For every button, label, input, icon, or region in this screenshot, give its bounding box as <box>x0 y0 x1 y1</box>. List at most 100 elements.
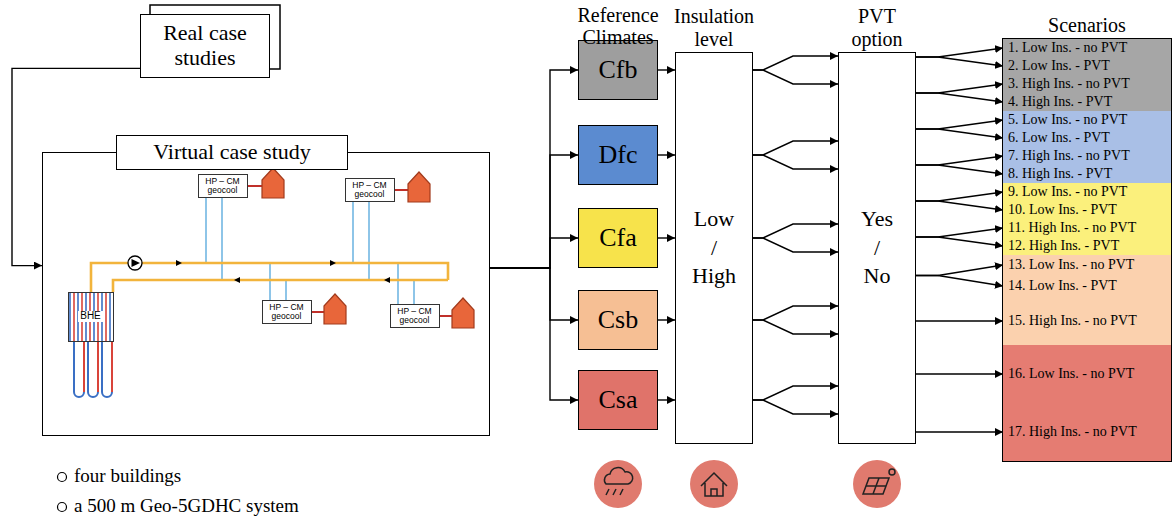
flow-arrow <box>916 192 1003 201</box>
ins-box: Insulation levelLow / High <box>675 52 753 444</box>
box-label: 12. High Ins. - PVT <box>1008 238 1119 254</box>
box-heading: Scenarios <box>1002 14 1172 36</box>
flow-arrow <box>658 319 675 320</box>
buildings <box>248 168 474 328</box>
scen-box: 11. High Ins. - no PVT <box>1003 219 1171 237</box>
scen-box: 10. Low Ins. - PVT <box>1003 201 1171 219</box>
pvt-icon <box>853 460 901 508</box>
scen-box: 12. High Ins. - PVT <box>1003 237 1171 255</box>
flow-arrow <box>490 238 578 268</box>
flow-arrow <box>490 268 578 320</box>
box-heading: Insulation level <box>662 5 766 50</box>
flow-arrow <box>490 268 578 400</box>
drawing-stroke <box>594 460 642 508</box>
box-label: 5. Low Ins. - no PVT <box>1008 112 1127 128</box>
drawing-stroke <box>132 259 141 267</box>
flow-arrow <box>916 84 1003 93</box>
box-label: Dfc <box>599 140 638 169</box>
flow-arrow <box>916 57 1003 66</box>
box-label: 13. Low Ins. - no PVT <box>1008 257 1134 273</box>
scen-box: 8. High Ins. - PVT <box>1003 165 1171 183</box>
flow-arrow <box>753 141 838 155</box>
clim-box: Cfa <box>578 208 658 268</box>
drawing-stroke <box>205 198 207 263</box>
flow-arrow <box>753 320 838 334</box>
flow-arrow <box>916 156 1003 165</box>
box-label: HP – CM geocool <box>202 177 244 195</box>
box-label: 8. High Ins. - PVT <box>1008 166 1112 182</box>
flow-arrow <box>916 276 1003 287</box>
drawing-stroke <box>113 280 448 292</box>
drawing-stroke <box>109 293 111 341</box>
building-icon <box>690 460 738 508</box>
clim-box: Cfb <box>578 40 658 100</box>
bhe-box: BHE <box>68 292 114 342</box>
drawing-stroke <box>269 263 271 300</box>
column-heading: Reference Climates <box>556 4 680 49</box>
box-label: 7. High Ins. - no PVT <box>1008 148 1130 164</box>
flow-arrow <box>658 69 675 70</box>
bullet-note: a 500 m Geo-5GDHC system <box>74 495 394 516</box>
drawing-stroke <box>58 503 67 512</box>
scen-box: 2. Low Ins. - PVT <box>1003 57 1171 75</box>
drawing-stroke <box>368 202 370 280</box>
flow-arrow <box>658 237 675 238</box>
flow-arrow <box>490 155 578 268</box>
box-label: 4. High Ins. - PVT <box>1008 94 1112 110</box>
flow-arrow <box>916 93 1003 102</box>
drawing-stroke <box>83 342 85 392</box>
flow-arrow <box>916 48 1003 57</box>
drawing-stroke <box>395 189 408 191</box>
box-label: 2. Low Ins. - PVT <box>1008 58 1110 74</box>
drawing-stroke <box>102 342 112 397</box>
box-label: BHE <box>78 311 103 322</box>
flow-arrow <box>916 320 1003 321</box>
drawing-stroke <box>88 342 98 397</box>
box-label: 11. High Ins. - no PVT <box>1008 220 1136 236</box>
box-label: Cfa <box>599 223 637 252</box>
drawing-stroke <box>452 298 474 328</box>
clim-box: Dfc <box>578 125 658 185</box>
box-label: Csb <box>598 305 638 334</box>
hp-box: HP – CM geocool <box>262 300 312 324</box>
scen-box: 13. Low Ins. - no PVT <box>1003 255 1171 275</box>
drawing-stroke <box>248 185 262 187</box>
bullet-note: four buildings <box>74 465 374 486</box>
drawing-stroke <box>690 460 738 508</box>
flow-arrow <box>916 120 1003 129</box>
box-heading: PVT option <box>831 5 923 50</box>
flow-arrow <box>916 265 1003 276</box>
drawing-stroke <box>176 260 182 266</box>
flow-arrow <box>916 201 1003 210</box>
scen-box: 7. High Ins. - no PVT <box>1003 147 1171 165</box>
flow-arrow <box>753 400 838 414</box>
box-heading: Virtual case study <box>116 135 348 170</box>
box-label: 9. Low Ins. - no PVT <box>1008 184 1127 200</box>
drawing-stroke <box>352 202 354 263</box>
flow-arrow <box>490 70 578 268</box>
drawing-stroke <box>324 294 346 324</box>
flow-arrow <box>658 154 675 155</box>
flow-arrow <box>753 386 838 400</box>
pump-symbol <box>128 256 142 270</box>
drawing-stroke <box>604 468 632 484</box>
drawing-stroke <box>58 473 67 482</box>
box-label: 3. High Ins. - no PVT <box>1008 76 1130 92</box>
scen-box: 15. High Ins. - no PVT <box>1003 297 1171 345</box>
box-label: HP – CM geocool <box>394 307 436 325</box>
drawing-stroke <box>262 168 284 198</box>
drawing-stroke <box>853 460 901 508</box>
drawing-stroke <box>701 473 727 496</box>
drawing-stroke <box>863 478 889 494</box>
drawing-stroke <box>111 342 113 392</box>
flow-arrow <box>916 165 1003 174</box>
flow-arrow <box>916 373 1003 374</box>
box-label: HP – CM geocool <box>349 181 391 199</box>
box-label: Real case studies <box>141 21 269 70</box>
drawing-stroke <box>69 293 71 341</box>
box-label: 1. Low Ins. - no PVT <box>1008 40 1127 56</box>
flow-arrow <box>916 228 1003 237</box>
box-label: 16. Low Ins. - no PVT <box>1008 366 1134 382</box>
flow-arrow <box>753 238 838 252</box>
drawing-stroke <box>234 277 240 283</box>
